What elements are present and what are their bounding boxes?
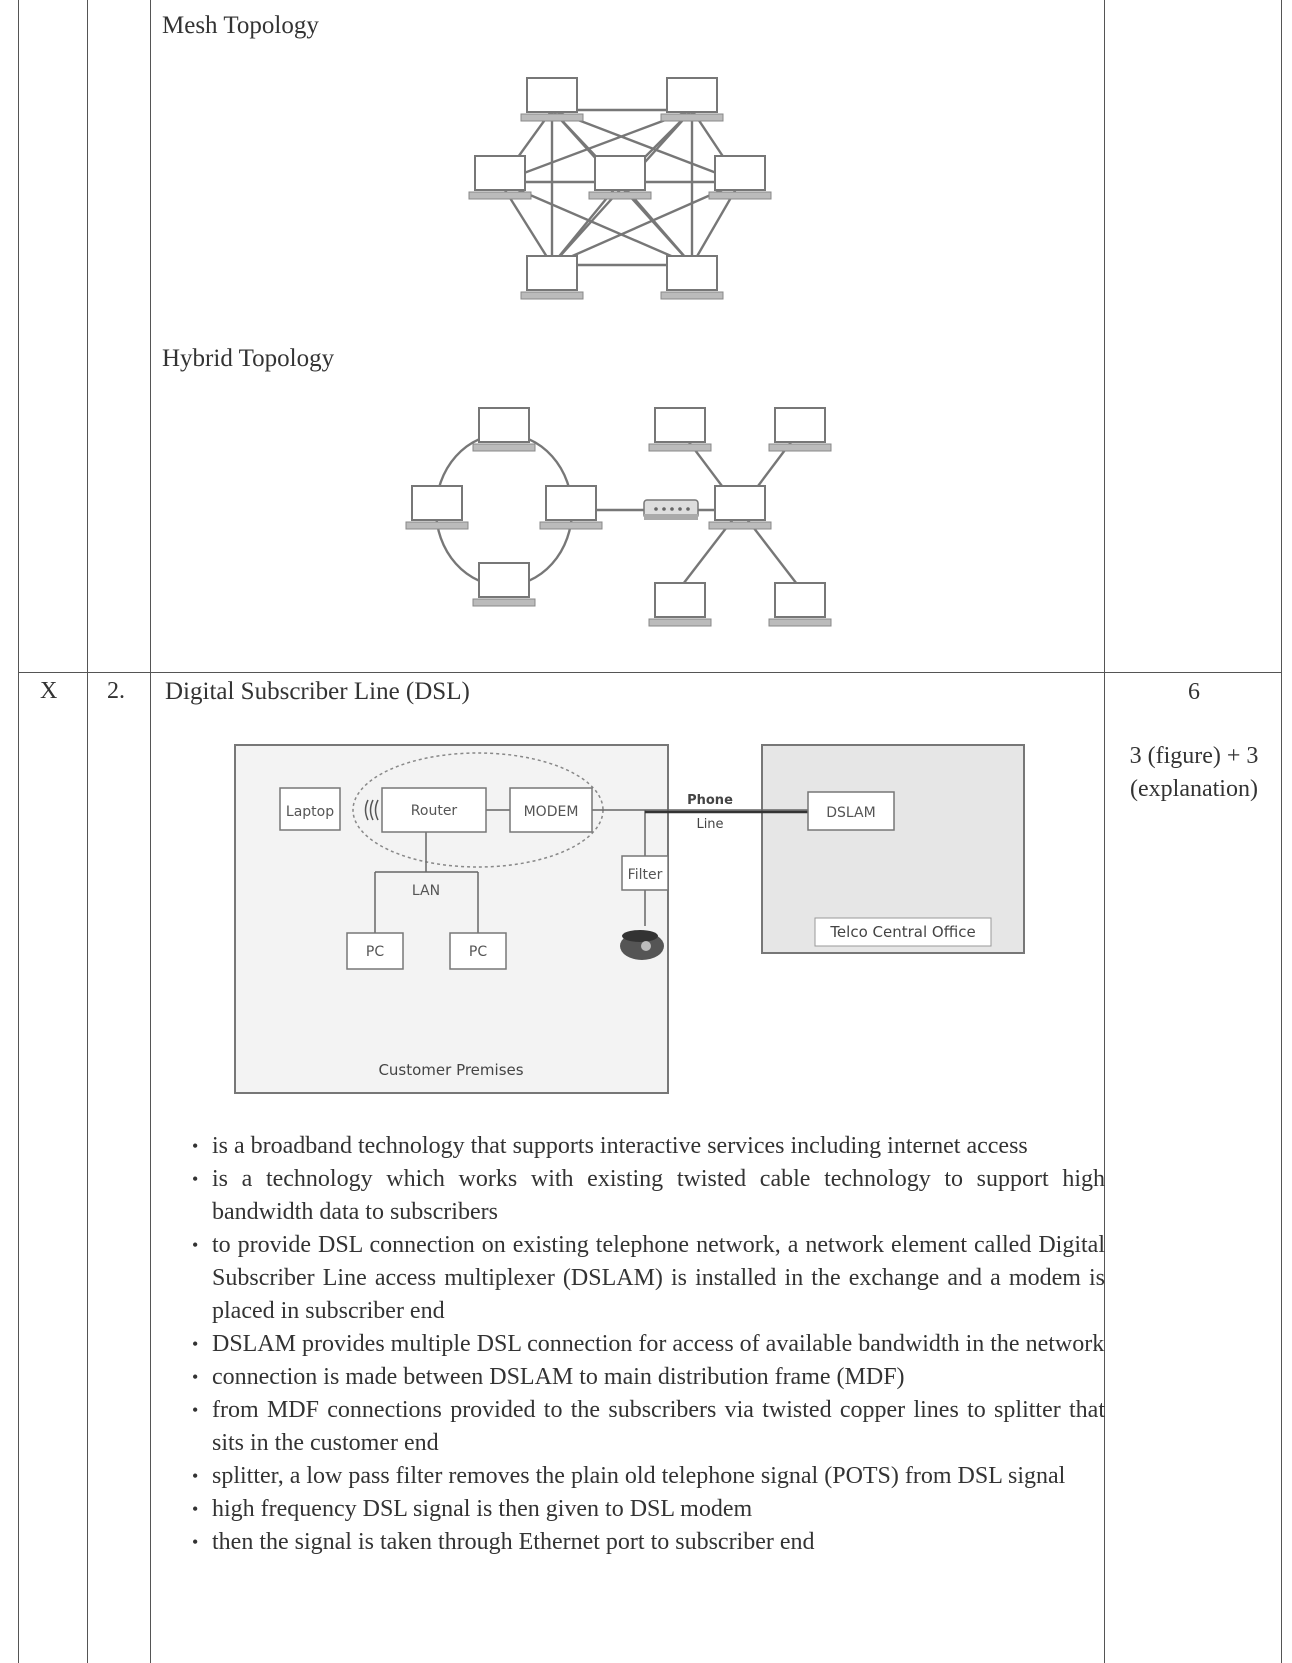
mesh-computer-icons (468, 77, 772, 300)
pc2-box (449, 932, 507, 970)
telco-label: Telco Central Office (829, 923, 975, 941)
table-divider-1 (87, 0, 88, 1663)
hybrid-computer-icons (405, 407, 832, 627)
mesh-topology-heading: Mesh Topology (162, 12, 319, 39)
telco-label-box (814, 917, 992, 947)
marks-breakdown-line2: (explanation) (1130, 776, 1258, 802)
modem-box (509, 787, 593, 833)
laptop-label: Laptop (286, 804, 334, 820)
marks-total: 6 (1188, 679, 1200, 705)
marks-breakdown-line1: 3 (figure) + 3 (1129, 743, 1259, 769)
dsl-diagram: Laptop Router MODEM Phone Line DSLAM Fil… (234, 744, 1025, 1094)
pc1-label: PC (366, 944, 384, 960)
bullet-item: connection is made between DSLAM to main… (190, 1361, 1105, 1394)
row-section: X (40, 678, 58, 704)
dslam-box (807, 791, 895, 831)
table-border-left (18, 0, 19, 1663)
dsl-bullet-list: is a broadband technology that supports … (190, 1130, 1105, 1559)
dsl-heading: Digital Subscriber Line (DSL) (165, 678, 470, 705)
laptop-box (279, 787, 341, 831)
lan-label: LAN (412, 883, 440, 899)
filter-box (621, 855, 669, 891)
mesh-topology-diagram (468, 77, 772, 300)
pc2-label: PC (469, 944, 487, 960)
bullet-item: from MDF connections provided to the sub… (190, 1394, 1105, 1460)
hybrid-topology-heading: Hybrid Topology (162, 345, 335, 372)
hybrid-topology-diagram (405, 407, 832, 627)
hybrid-hub-icon (643, 499, 699, 520)
table-divider-2 (150, 0, 151, 1663)
phone-line-label-1: Phone (687, 793, 733, 808)
wifi-icon (364, 799, 379, 821)
telephone-icon (620, 930, 664, 960)
bullet-item: is a technology which works with existin… (190, 1163, 1105, 1229)
row-number: 2. (107, 678, 125, 704)
bullet-item: splitter, a low pass filter removes the … (190, 1460, 1105, 1493)
modem-label: MODEM (524, 804, 579, 820)
bullet-item: DSLAM provides multiple DSL connection f… (190, 1328, 1105, 1361)
router-box (381, 787, 487, 833)
bullet-item: high frequency DSL signal is then given … (190, 1493, 1105, 1526)
table-border-right (1281, 0, 1282, 1663)
dslam-label: DSLAM (826, 805, 875, 821)
bullet-item: is a broadband technology that supports … (190, 1130, 1105, 1163)
bullet-item: then the signal is taken through Etherne… (190, 1526, 1105, 1559)
table-row-divider (18, 672, 1282, 673)
phone-line-label-2: Line (696, 817, 723, 832)
customer-premises-label: Customer Premises (378, 1061, 523, 1079)
table-divider-3 (1104, 0, 1105, 1663)
pc1-box (346, 932, 404, 970)
filter-label: Filter (628, 867, 663, 883)
router-label: Router (411, 803, 458, 819)
bullet-item: to provide DSL connection on existing te… (190, 1229, 1105, 1328)
